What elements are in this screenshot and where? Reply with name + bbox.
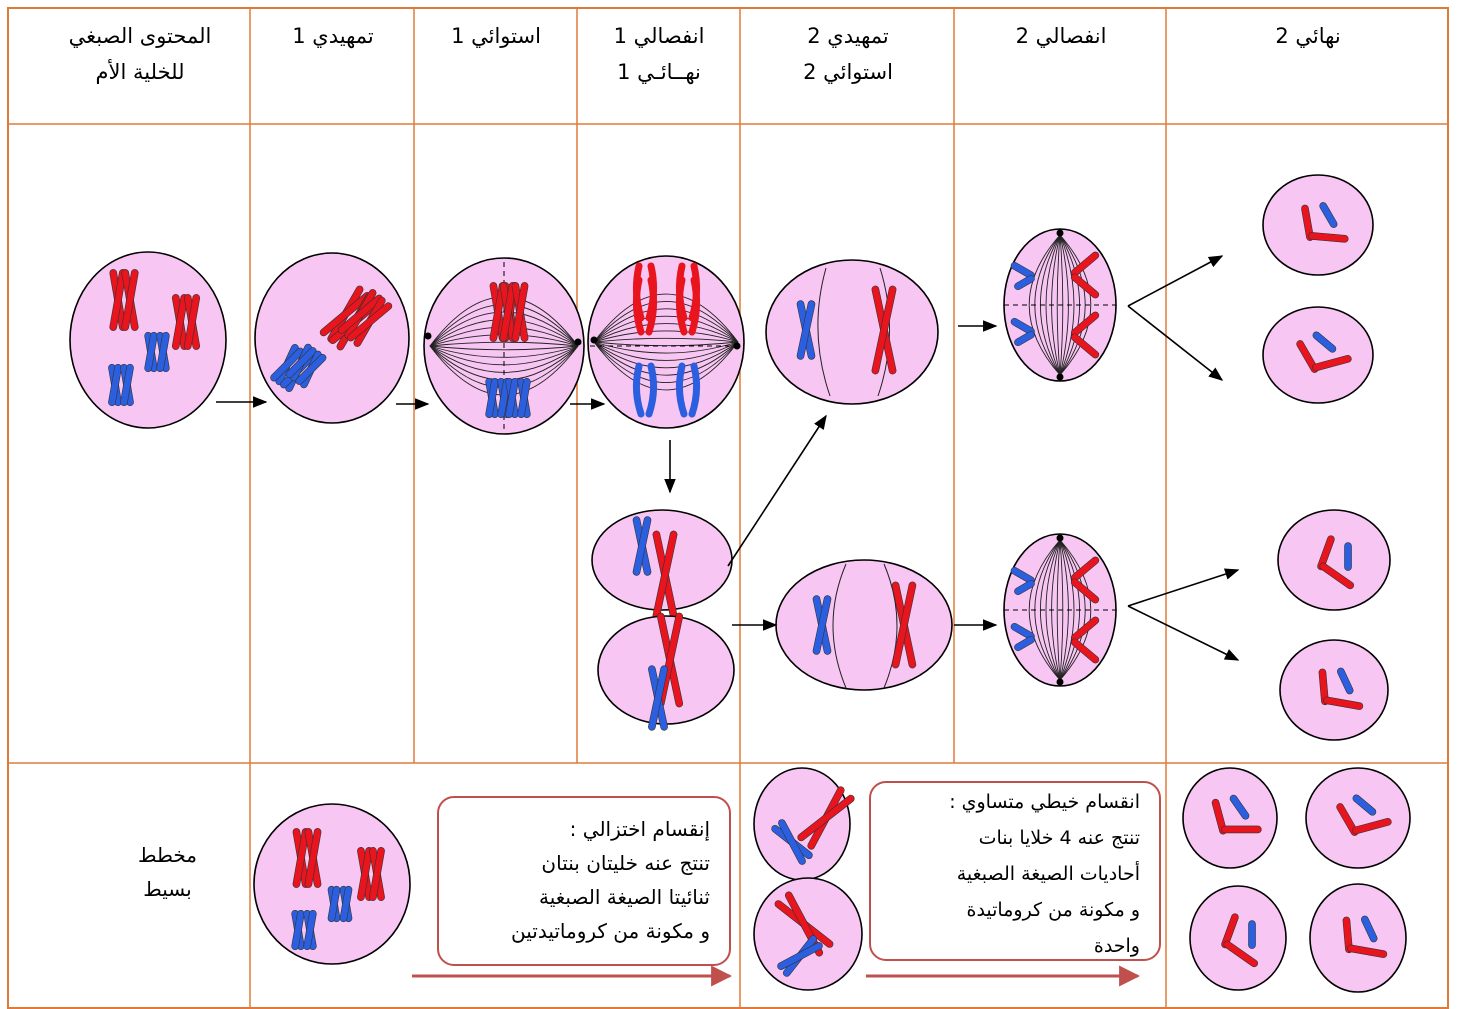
centriole (1057, 535, 1064, 542)
header-mother-cell: المحتوى الصبغي للخلية الأم (30, 18, 250, 108)
header-line: انفصالي 1 (614, 18, 705, 54)
simple-telophase2-cell (1306, 768, 1410, 868)
header-line: انفصالي 2 (1016, 18, 1107, 54)
telophase2-cell (1263, 307, 1373, 403)
equational-division-note: انقسام خيطي متساوي : تنتج عنه 4 خلايا بن… (878, 784, 1140, 964)
arrow-to-telophase2 (1128, 306, 1222, 380)
header-line: نهائي 2 (1275, 18, 1340, 54)
note-line: تنتج عنه 4 خلايا بنات (878, 820, 1140, 856)
arrow-to-metaphase2-top (728, 416, 826, 566)
note-line: تنتج عنه خليتان بنتان (446, 846, 710, 880)
centriole (1057, 374, 1064, 381)
red-chromatid (1221, 826, 1261, 833)
header-anaphase-2: انفصالي 2 (956, 18, 1166, 108)
blue-chromatid (1345, 543, 1352, 571)
simple-telophase2-cell (1310, 884, 1406, 992)
telophase2-cell (1280, 640, 1388, 740)
note-line: أحاديات الصيغة الصبغية (878, 856, 1140, 892)
metaphase2-cell-bottom (776, 560, 952, 690)
centriole (1057, 230, 1064, 237)
simple-mother-cell (254, 804, 410, 964)
header-anaphase-telophase-1: انفصالي 1 نهــائـي 1 (578, 18, 740, 108)
arrow-to-telophase2 (1128, 256, 1222, 306)
note-line: و مكونة من كروماتيدتين (446, 914, 710, 948)
note-line: و مكونة من كروماتيدة (878, 892, 1140, 928)
header-line: تمهيدي 1 (292, 18, 374, 54)
header-line: المحتوى الصبغي (69, 18, 212, 54)
header-line: للخلية الأم (96, 54, 185, 90)
metaphase2-cell-top (766, 260, 938, 404)
simple-diagram-label: مخطط بسيط (120, 838, 215, 906)
meiosis-reduction-note: إنقسام اختزالي : تنتج عنه خليتان بنتان ث… (446, 812, 710, 948)
centriole (591, 337, 598, 344)
anaphase1-cell (588, 256, 744, 428)
header-metaphase-1: استوائي 1 (415, 18, 577, 108)
label-line: مخطط (120, 838, 215, 872)
chromatid-arm (1221, 826, 1261, 833)
header-line: نهــائـي 1 (617, 54, 701, 90)
centriole (1057, 679, 1064, 686)
note-line: واحدة (878, 928, 1140, 964)
label-line: بسيط (120, 872, 215, 906)
simple-telophase2-cell (1183, 768, 1277, 868)
chromatid-arm (1249, 921, 1256, 949)
arrow-to-telophase2 (1128, 570, 1238, 606)
note-line: انقسام خيطي متساوي : (878, 784, 1140, 820)
header-line: استوائي 2 (803, 54, 893, 90)
header-prophase-1: تمهيدي 1 (252, 18, 414, 108)
header-line: تمهيدي 2 (807, 18, 889, 54)
header-telophase-2: نهائي 2 (1168, 18, 1448, 108)
simple-telophase2-cell (1190, 886, 1286, 990)
centriole (575, 339, 582, 346)
blue-chromatid (1249, 921, 1256, 949)
centriole (425, 333, 432, 340)
arrow-to-telophase2 (1128, 606, 1238, 660)
note-line: إنقسام اختزالي : (446, 812, 710, 846)
telophase2-cell (1278, 510, 1390, 610)
telophase2-cell (1263, 175, 1373, 275)
header-prophase-metaphase-2: تمهيدي 2 استوائي 2 (742, 18, 954, 108)
chromatid-arm (1345, 543, 1352, 571)
note-line: ثنائيتا الصيغة الصبغية (446, 880, 710, 914)
header-line: استوائي 1 (451, 18, 541, 54)
